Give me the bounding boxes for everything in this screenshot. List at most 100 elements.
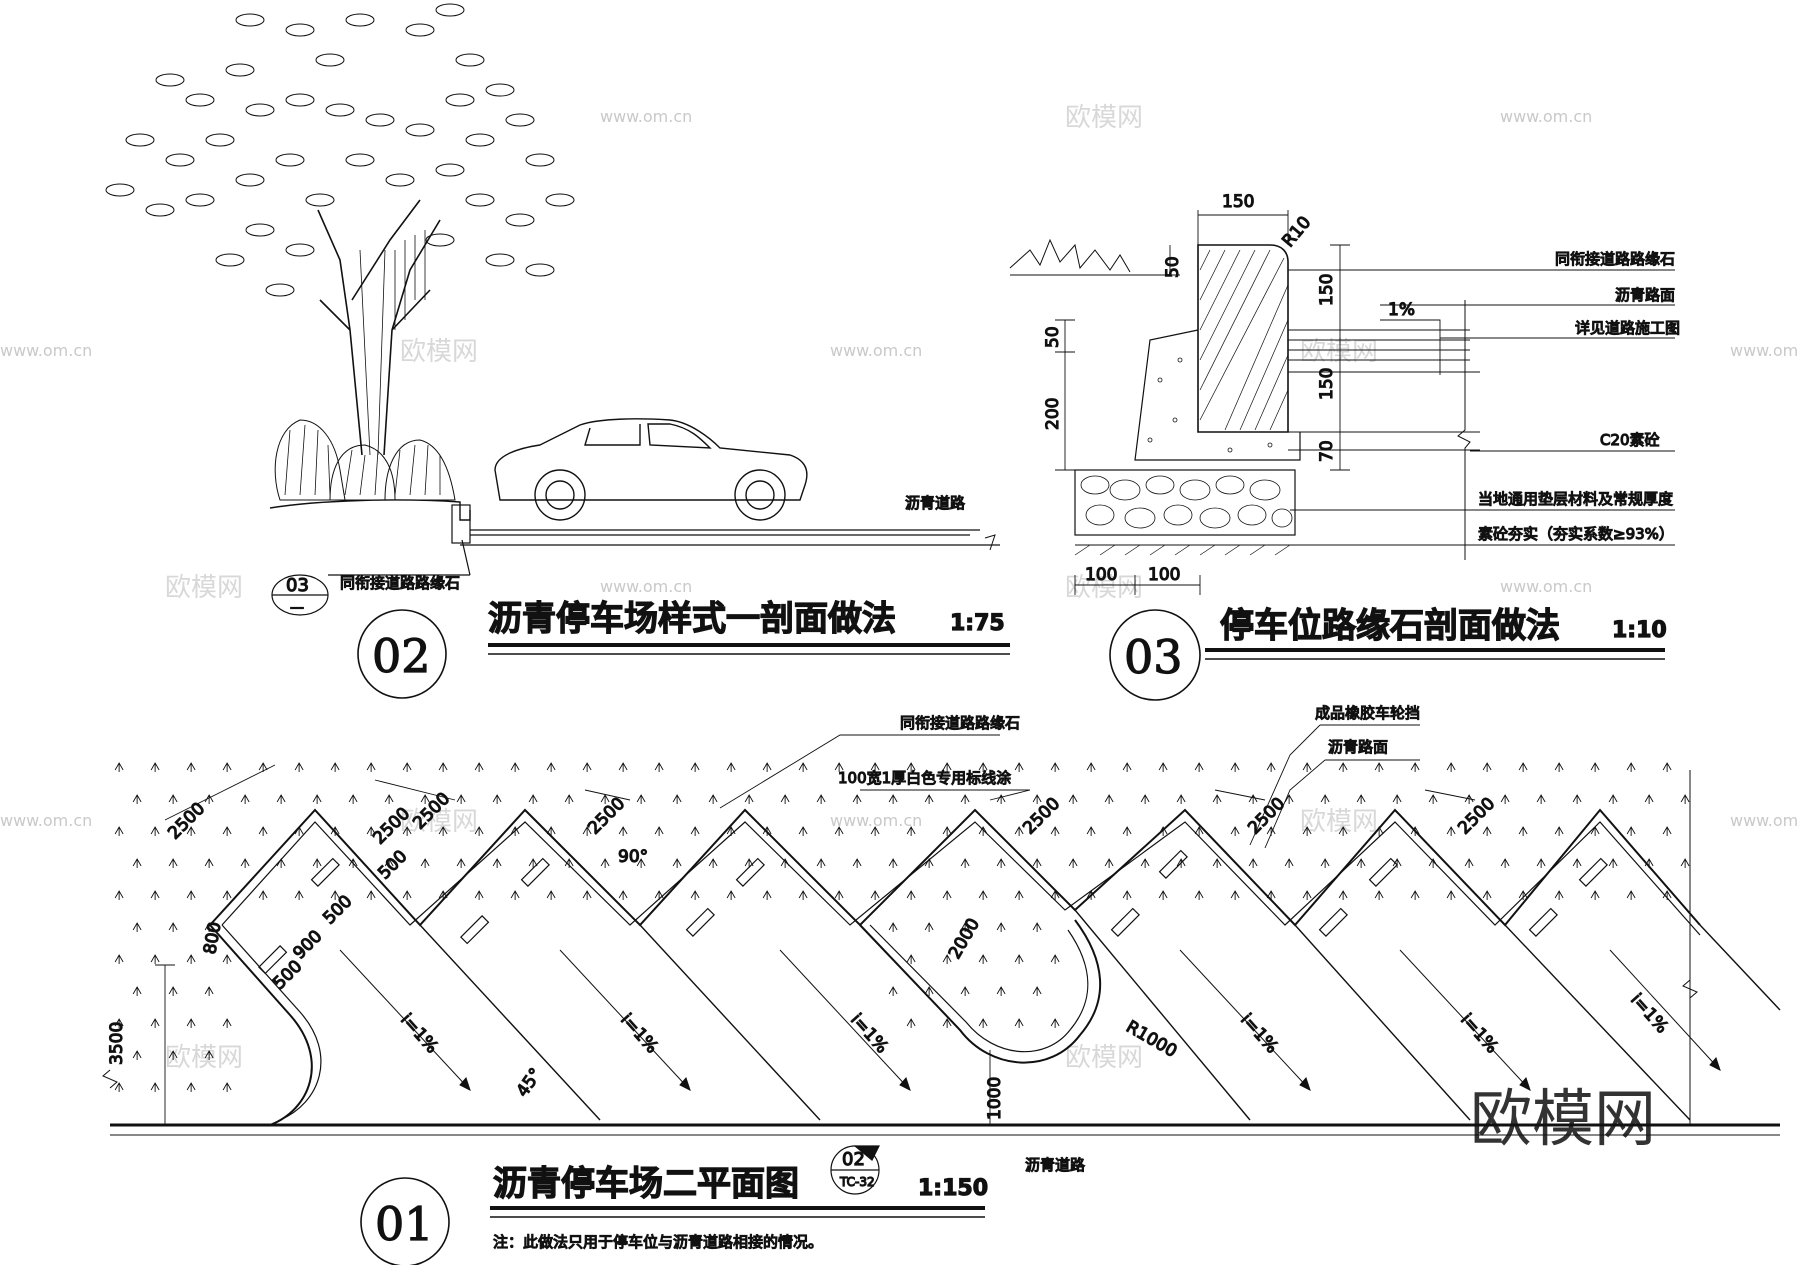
planting-mark (1032, 858, 1042, 868)
title-01: 沥青停车场二平面图 (493, 1164, 799, 1204)
planting-mark (1374, 890, 1384, 900)
gravel-bed (1074, 469, 1296, 536)
planting-mark (852, 794, 862, 804)
planting-mark (672, 858, 682, 868)
planting-mark (1050, 826, 1060, 836)
svg-text:3500: 3500 (107, 1022, 127, 1065)
planting-mark (114, 954, 124, 964)
planting-mark (114, 1082, 124, 1092)
tree-illustration (105, 3, 575, 456)
planting-mark (924, 794, 934, 804)
planting-mark (240, 858, 250, 868)
svg-text:www.om.cn: www.om.cn (600, 107, 692, 126)
note-03-0: 同衔接道路路缘石 (1555, 250, 1675, 268)
planting-mark (150, 1082, 160, 1092)
planting-mark (942, 826, 952, 836)
planting-mark (1482, 890, 1492, 900)
planting-mark (744, 794, 754, 804)
svg-text:2500: 2500 (164, 799, 209, 844)
planting-mark (1374, 762, 1384, 772)
notes-03-leaders (1250, 269, 1675, 546)
planting-mark (150, 762, 160, 772)
planting-mark (114, 890, 124, 900)
planting-mark (168, 794, 178, 804)
planting-mark (1122, 762, 1132, 772)
planting-mark (1482, 826, 1492, 836)
planting-mark (312, 794, 322, 804)
wheel-stops (258, 849, 1608, 975)
planting-mark (654, 762, 664, 772)
planting-mark (1446, 890, 1456, 900)
planting-mark (1014, 890, 1024, 900)
planting-mark (258, 826, 268, 836)
svg-text:www.om.cn: www.om.cn (830, 341, 922, 360)
planting-mark (1644, 794, 1654, 804)
planting-mark (1518, 762, 1528, 772)
planting-mark (186, 826, 196, 836)
planting-mark (654, 826, 664, 836)
planting-mark (870, 890, 880, 900)
planting-mark (1590, 826, 1600, 836)
planting-mark (1176, 794, 1186, 804)
planting-mark (942, 762, 952, 772)
planting-mark (402, 826, 412, 836)
planting-mark (888, 794, 898, 804)
planting-mark (204, 986, 214, 996)
planting-mark (780, 794, 790, 804)
planting-mark (168, 986, 178, 996)
planting-mark (924, 922, 934, 932)
scale-02: 1:75 (950, 611, 1005, 636)
planting-mark (1572, 858, 1582, 868)
planting-mark (1068, 858, 1078, 868)
svg-text:www.om.cn: www.om.cn (830, 811, 922, 830)
planting-mark (960, 794, 970, 804)
svg-text:03: 03 (1124, 630, 1183, 684)
note-03-1: 沥青路面 (1615, 286, 1675, 304)
planting-mark (222, 954, 232, 964)
callout-0: 同衔接道路路缘石 (900, 714, 1020, 732)
svg-text:50: 50 (1043, 326, 1063, 348)
planting-mark (420, 858, 430, 868)
planting-mark (600, 858, 610, 868)
curb-stone (1197, 244, 1289, 433)
planting-mark (132, 858, 142, 868)
planting-mark (1446, 762, 1456, 772)
planting-mark (510, 762, 520, 772)
planting-mark (978, 826, 988, 836)
ref-tag-02: 02 TC-32 (830, 1145, 880, 1195)
planting-mark (1536, 794, 1546, 804)
planting-mark (1050, 954, 1060, 964)
planting-mark (1626, 890, 1636, 900)
planting-mark (978, 1018, 988, 1028)
planting-mark (1158, 762, 1168, 772)
planting-mark (204, 858, 214, 868)
planting-mark (546, 762, 556, 772)
road-label-01: 沥青道路 (1025, 1156, 1085, 1174)
svg-text:欧模网: 欧模网 (1065, 573, 1143, 603)
concrete-backing (1134, 329, 1301, 461)
svg-text:i=1%: i=1% (1236, 1010, 1282, 1058)
planting-mark (1572, 794, 1582, 804)
svg-text:90°: 90° (618, 847, 648, 867)
planting-mark (1554, 762, 1564, 772)
planting-mark (366, 826, 376, 836)
planting-mark (366, 762, 376, 772)
svg-text:R10: R10 (1279, 213, 1316, 251)
planting-mark (1554, 826, 1564, 836)
planting-mark (114, 826, 124, 836)
svg-text:欧模网: 欧模网 (165, 573, 243, 603)
title-03: 停车位路缘石剖面做法 (1220, 606, 1560, 646)
planting-mark (114, 1018, 124, 1028)
svg-text:i=1%: i=1% (616, 1010, 662, 1058)
planting-mark (906, 954, 916, 964)
planting-mark (1392, 858, 1402, 868)
planting-mark (618, 762, 628, 772)
planting-mark (942, 890, 952, 900)
planting-mark (1446, 826, 1456, 836)
svg-text:欧模网: 欧模网 (1300, 337, 1378, 367)
planting-mark (150, 954, 160, 964)
planting-mark (1014, 1018, 1024, 1028)
planting-mark (672, 794, 682, 804)
dimensions-01 (155, 764, 1476, 1125)
